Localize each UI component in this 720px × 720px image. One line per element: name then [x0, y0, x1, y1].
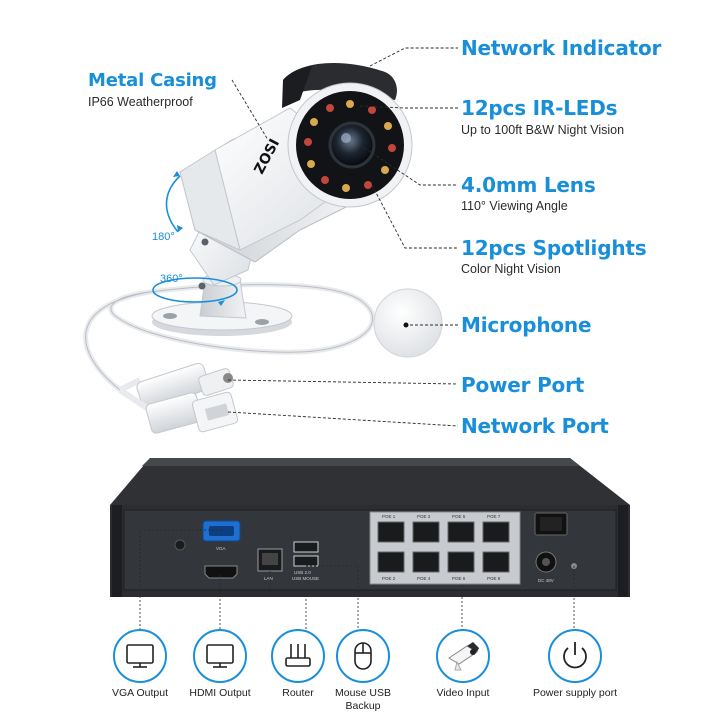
port-item [270, 628, 326, 684]
lan-port [257, 548, 283, 572]
leader-spotlights [371, 184, 458, 249]
poe-port [447, 521, 475, 543]
lan-text: LAN [264, 576, 273, 581]
leader-metal-casing [231, 79, 269, 141]
port-label: VGA Output [111, 687, 169, 699]
poe-port-label: POE 3 [417, 514, 431, 519]
poe-port-label: POE 8 [487, 576, 501, 581]
ir-leds-title: 12pcs IR-LEDs [461, 96, 618, 120]
poe-port-label: POE 5 [452, 514, 466, 519]
network-port-title: Network Port [461, 414, 609, 438]
camera-icon [436, 629, 490, 683]
leader-network-indicator [369, 47, 458, 67]
leader-lens [359, 144, 458, 186]
port-label: Router [282, 687, 314, 699]
network-indicator-title: Network Indicator [461, 36, 662, 60]
spotlights-title: 12pcs Spotlights [461, 236, 647, 260]
microphone-zoom [373, 288, 443, 358]
mouse-icon [336, 629, 390, 683]
nvr-top [110, 458, 630, 505]
port-item [435, 628, 491, 684]
leader-power-port [227, 379, 459, 385]
monitor-icon [193, 629, 247, 683]
usb-text-1: USB 2.0 [294, 570, 311, 575]
port-item [112, 628, 168, 684]
nvr-front-panel [110, 505, 630, 597]
poe-port-label: POE 6 [452, 576, 466, 581]
led-ring [304, 100, 396, 192]
leader-network-port [227, 411, 459, 427]
vga-port [202, 520, 241, 542]
poe-port-label: POE 7 [487, 514, 501, 519]
poe-port [447, 551, 475, 573]
pan-arrow [152, 277, 238, 303]
vga-text: VGA [216, 546, 226, 551]
port-label: Power supply port [532, 687, 618, 699]
lens-title: 4.0mm Lens [461, 173, 596, 197]
power-plug [118, 362, 234, 410]
port-label: HDMI Output [189, 687, 251, 699]
poe-port-label: POE 4 [417, 576, 431, 581]
port-item [192, 628, 248, 684]
leader-lines [227, 47, 459, 427]
poe-port [412, 521, 440, 543]
camera-lens [328, 121, 376, 169]
spotlights-sub: Color Night Vision [461, 262, 561, 276]
tilt-arrow [165, 175, 181, 233]
router-icon [271, 629, 325, 683]
poe-port [482, 521, 510, 543]
nvr-leaders [139, 529, 575, 630]
poe-port-label: POE 2 [382, 576, 396, 581]
camera-body: ZOSI [179, 62, 413, 263]
port-label: Mouse USB Backup [334, 687, 392, 712]
poe-block [369, 511, 521, 585]
camera-illustration: ZOSI 180° 360° [83, 47, 459, 434]
poe-port [482, 551, 510, 573]
port-item [335, 628, 391, 684]
poe-port [377, 521, 405, 543]
dc-port [535, 551, 557, 573]
monitor-icon [113, 629, 167, 683]
port-item [547, 628, 603, 684]
lens-sub: 110° Viewing Angle [461, 199, 568, 213]
power-switch [534, 512, 568, 536]
pan-label: 360° [160, 273, 183, 285]
ir-leds-sub: Up to 100ft B&W Night Vision [461, 123, 625, 137]
hdmi-port [204, 565, 238, 579]
port-label: Video Input [436, 687, 490, 699]
poe-port [377, 551, 405, 573]
microphone-title: Microphone [461, 313, 592, 337]
usb-port-2 [293, 555, 319, 567]
poe-port-label: POE 1 [382, 514, 396, 519]
power-port-title: Power Port [461, 373, 585, 397]
leader-ir-leds [359, 105, 458, 109]
metal-casing-title: Metal Casing [88, 70, 217, 91]
usb-text-2: USB MOUSE [292, 576, 319, 581]
usb-port-1 [293, 541, 319, 553]
metal-casing-sub: IP66 Weatherproof [88, 95, 193, 109]
network-plug [118, 387, 239, 434]
dc-text: DC 48V [538, 578, 554, 583]
power-icon [548, 629, 602, 683]
poe-port [412, 551, 440, 573]
tilt-label: 180° [152, 231, 175, 243]
